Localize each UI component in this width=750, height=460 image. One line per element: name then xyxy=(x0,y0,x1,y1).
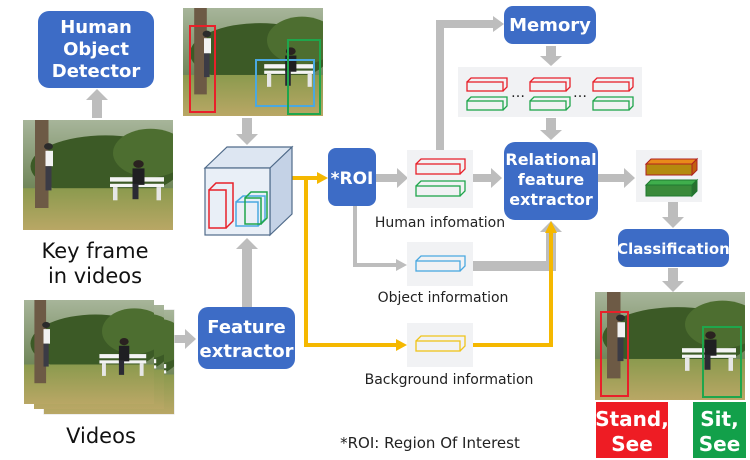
detector-node: Human Object Detector xyxy=(38,11,154,88)
arrow-head-bg xyxy=(396,339,407,351)
classification-label: Classification xyxy=(617,240,730,258)
memory-ellipsis-1: … xyxy=(511,85,525,101)
stand-text-2: See xyxy=(611,432,653,456)
sit-text-1: Sit, xyxy=(700,407,738,431)
feature-extractor-label-2: extractor xyxy=(200,341,294,362)
memory-node: Memory xyxy=(504,6,596,44)
memory-storage: … … xyxy=(458,67,642,117)
output-features xyxy=(636,150,702,202)
arrow-head-object xyxy=(396,259,407,271)
relational-label-1: Relational xyxy=(505,150,596,169)
relational-node: Relational feature extractor xyxy=(504,142,598,220)
result-image xyxy=(595,292,745,400)
classification-node: Classification xyxy=(617,229,730,267)
arrow-head-memory xyxy=(493,16,504,32)
background-info-label: Background information xyxy=(365,372,534,388)
arrow-roi-to-human xyxy=(376,168,408,188)
background-info-box xyxy=(407,323,473,367)
gray-lines xyxy=(436,20,493,150)
feature-extractor-label-1: Feature xyxy=(207,317,285,338)
roi-to-object xyxy=(353,205,396,267)
roi-label: *ROI xyxy=(331,169,374,189)
arrow-human-to-memory xyxy=(436,20,493,150)
detector-label-3: Detector xyxy=(52,61,141,82)
arrow-keyframe-to-detector xyxy=(86,89,108,118)
arrow-feature-to-cube xyxy=(236,238,258,307)
footnote: *ROI: Region Of Interest xyxy=(340,434,520,452)
arrow-human-to-relational xyxy=(472,168,502,188)
videos-label: Videos xyxy=(66,424,136,448)
object-info-box xyxy=(407,242,473,286)
human-info-label: Human infomation xyxy=(375,215,505,231)
memory-label: Memory xyxy=(509,15,591,36)
feature-extractor-node: Feature extractor xyxy=(198,307,295,369)
sit-text-2: See xyxy=(699,432,741,456)
memory-ellipsis-2: … xyxy=(573,85,587,101)
detector-label-2: Object xyxy=(63,39,129,60)
stand-label: Stand, See xyxy=(595,402,669,458)
human-feature-red xyxy=(415,158,466,175)
detected-image xyxy=(183,8,323,116)
key-frame-label-line1: Key frame xyxy=(41,239,148,263)
feature-cube xyxy=(203,145,294,237)
sit-label: Sit, See xyxy=(693,402,746,458)
stand-text-1: Stand, xyxy=(595,407,669,431)
arrow-relational-to-output xyxy=(598,168,635,188)
arrow-head-roi xyxy=(317,172,328,184)
key-frame-label-line2: in videos xyxy=(48,264,142,288)
human-info-box xyxy=(407,150,473,208)
arrow-bg-to-relational xyxy=(473,232,553,347)
relational-label-3: extractor xyxy=(509,190,593,209)
roi-node: *ROI xyxy=(328,148,376,206)
human-feature-green xyxy=(415,180,466,197)
arrow-memory-to-storage xyxy=(540,46,562,66)
arrow-classification-to-result xyxy=(662,268,684,292)
object-info-label: Object information xyxy=(378,290,509,306)
arrow-cube-to-background xyxy=(304,178,396,347)
yellow-heads xyxy=(317,172,557,351)
detector-label-1: Human xyxy=(60,17,132,38)
arrow-output-to-classification xyxy=(662,202,684,228)
arrow-storage-to-relational xyxy=(540,118,562,140)
arrow-roi-to-object xyxy=(353,205,396,267)
arrow-detected-to-cube xyxy=(236,118,258,145)
gray-arrows xyxy=(86,46,684,349)
relational-label-2: feature xyxy=(518,170,585,189)
videos-stack xyxy=(24,300,175,415)
arrow-head-relational-bg xyxy=(545,221,557,233)
arrow-videos-to-feature xyxy=(172,329,196,349)
yellow-arrows xyxy=(292,176,553,347)
key-frame-image xyxy=(23,120,173,230)
